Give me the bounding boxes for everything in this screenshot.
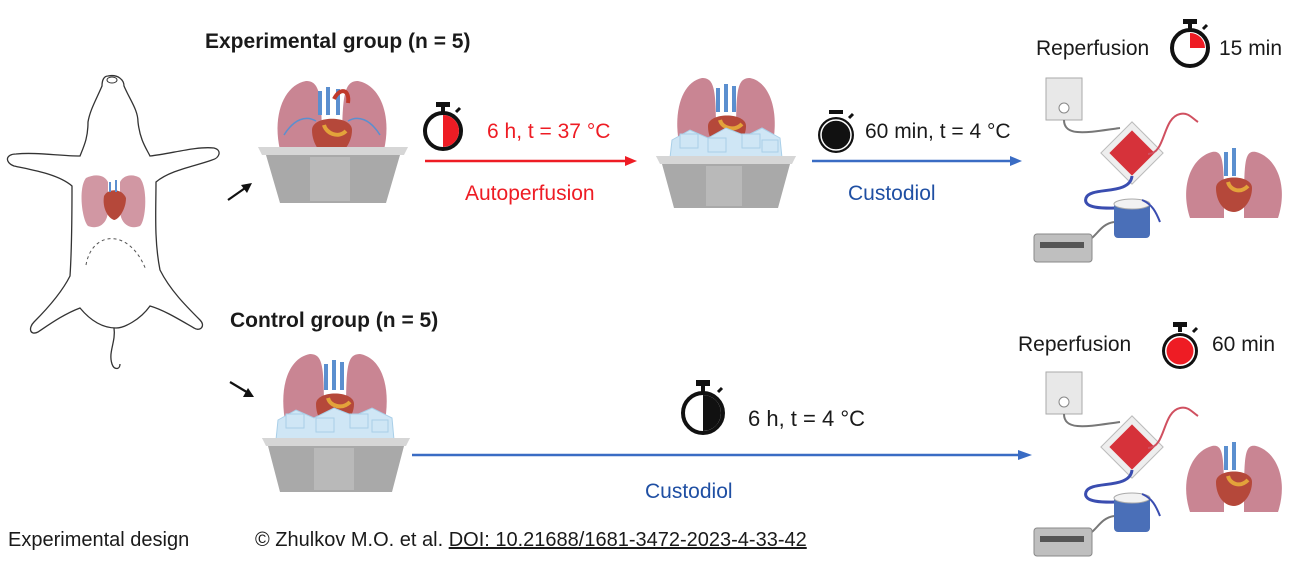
doi-link[interactable]: DOI: 10.21688/1681-3472-2023-4-33-42 — [448, 529, 807, 551]
perfusion-circuit-control — [1033, 371, 1282, 557]
organs-in-bowl-ice — [656, 78, 796, 208]
timer-full-red-icon — [1162, 322, 1199, 369]
experimental-step2-condition: 60 min, t = 4 °C — [865, 120, 1011, 143]
figure-caption: Experimental design — [8, 529, 190, 551]
rat-chest-organs — [81, 175, 146, 228]
organs-in-bowl-ice-control — [262, 354, 410, 492]
control-step1-method: Custodiol — [645, 480, 733, 503]
experimental-group-title: Experimental group (n = 5) — [205, 30, 471, 53]
perfusion-circuit-experimental — [1033, 77, 1282, 263]
figure-credit: © Zhulkov M.O. et al. DOI: 10.21688/1681… — [255, 529, 807, 552]
control-reperfusion-label: Reperfusion — [1018, 333, 1132, 356]
experimental-step1-method: Autoperfusion — [465, 182, 595, 205]
control-reperfusion-duration: 60 min — [1212, 333, 1276, 356]
timer-half-red-icon — [423, 102, 463, 151]
control-group-title: Control group (n = 5) — [230, 309, 439, 332]
control-step1-condition: 6 h, t = 4 °C — [748, 406, 866, 431]
custodiol-arrow-experimental — [812, 156, 1022, 166]
timer-half-black-icon — [681, 380, 725, 435]
experimental-step2-method: Custodiol — [848, 182, 936, 205]
organs-in-bowl-warm — [258, 81, 408, 203]
credit-text: © Zhulkov M.O. et al. — [255, 529, 444, 551]
rat-illustration — [6, 74, 220, 370]
rat-nose — [106, 76, 118, 84]
experimental-step1-condition: 6 h, t = 37 °C — [487, 120, 611, 143]
timer-quarter-red-icon — [1170, 19, 1210, 68]
experimental-reperfusion-label: Reperfusion — [1036, 37, 1150, 60]
custodiol-arrow-control — [412, 450, 1032, 460]
arrow-to-experimental — [227, 183, 252, 201]
experimental-reperfusion-duration: 15 min — [1219, 37, 1283, 60]
autoperfusion-arrow — [425, 156, 637, 166]
arrow-to-control — [229, 381, 254, 397]
timer-full-black-icon — [818, 110, 855, 153]
